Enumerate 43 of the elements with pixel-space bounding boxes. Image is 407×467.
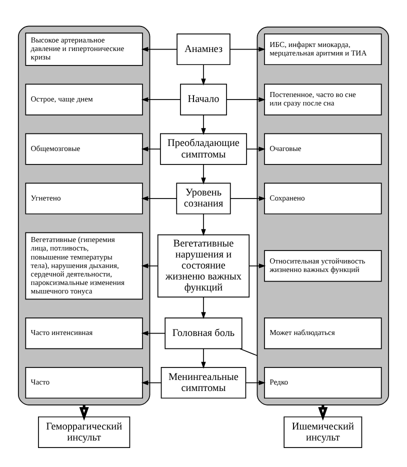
arrow	[141, 46, 178, 52]
node-box: Общемозговые	[25, 133, 143, 165]
node-box: Головная боль	[164, 318, 242, 350]
node-box: Острое, чаще днем	[25, 84, 143, 116]
arrow	[246, 146, 266, 152]
arrow	[248, 264, 266, 268]
node-box: Может наблюдаться	[264, 318, 382, 350]
node-box: Часто интенсивная	[25, 318, 143, 350]
node-box: Часто	[25, 366, 143, 399]
arrow	[141, 264, 158, 268]
node-box: Угнетено	[25, 182, 143, 214]
node-box: Сохранено	[264, 182, 382, 214]
arrow	[201, 164, 206, 184]
arrow	[246, 380, 266, 386]
node-box: Относительная устойчивость жизненно важных функций	[264, 250, 382, 282]
arrow	[201, 114, 206, 135]
node-box: Геморрагический инсульт	[38, 416, 130, 448]
node-box: Редко	[264, 366, 382, 399]
node-box: Начало	[180, 84, 227, 116]
node-box: Ишемический инсульт	[284, 416, 362, 448]
node-box: Анамнез	[176, 33, 230, 66]
arrow	[201, 348, 206, 369]
arrow	[141, 380, 162, 386]
arrow	[141, 196, 178, 201]
node-box: ИБС, инфаркт миокарда, мерцательная аритмия и ТИА	[264, 33, 382, 66]
arrow	[141, 146, 161, 152]
node-box: Вегетативные (гиперемия лица, потливость, повышение температуры тела), нарушения дыхания, сердечной деятельности, пароксизмальные изменения мышечного тонуса	[25, 232, 143, 300]
node-box: Менингеальные симптомы	[160, 366, 246, 399]
arrow	[141, 330, 166, 336]
arrow	[201, 214, 206, 236]
arrow	[201, 64, 206, 86]
node-box: Вегетативные нарушения и состояние жизненю важных функций	[157, 234, 250, 298]
arrow	[201, 296, 206, 319]
node-box: Уровень сознания	[176, 182, 231, 214]
connector	[240, 348, 258, 356]
arrow	[230, 46, 266, 52]
node-box: Преобладающие симптомы	[160, 133, 247, 165]
arrow	[141, 97, 181, 102]
node-box: Очаговые	[264, 133, 382, 165]
arrow	[226, 97, 266, 102]
node-box: Постепенное, часто во сне или сразу после сна	[264, 84, 382, 116]
arrow	[230, 196, 266, 201]
node-box: Высокое артериальное давление и гипертонические кризы	[25, 32, 143, 66]
